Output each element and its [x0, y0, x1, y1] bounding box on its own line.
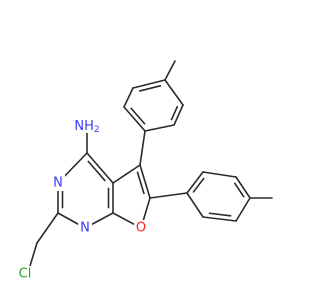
amine-nh-text: NH — [74, 119, 94, 134]
chlorine-atom: Cl — [14, 266, 36, 282]
ring-nitrogen-lower: N — [78, 220, 92, 236]
bond-right-ring-double-4 — [208, 212, 232, 217]
amine-label: NH2 — [74, 119, 99, 136]
furan-oxygen-bg — [134, 220, 148, 236]
chlorine-label: Cl — [19, 267, 32, 282]
amine-group: NH2 — [74, 117, 104, 135]
bond-ch2-cl — [29, 242, 38, 267]
bond-c5-upper-ring — [139, 130, 146, 166]
bond-upper-ring-5 — [144, 124, 175, 132]
bond-upper-ring-0 — [123, 106, 146, 132]
ring-nitrogen-lower-label: N — [80, 221, 90, 236]
bond-upper-ring-3 — [164, 79, 184, 106]
bond-c4a-c5 — [112, 164, 141, 184]
bond-right-ring-4 — [202, 216, 237, 222]
bond-c4a-c4-double — [87, 160, 106, 182]
bond-right-ring-3 — [235, 197, 251, 222]
bond-c4a-c4 — [86, 152, 114, 184]
bond-right-ring-double-0 — [192, 177, 205, 193]
furan-oxygen: O — [134, 220, 148, 236]
bond-upper-ring-double-0 — [130, 107, 146, 125]
bond-right-ring-double-2 — [233, 182, 245, 198]
bond-upper-ring-4 — [173, 104, 184, 126]
bond-upper-methyl — [164, 60, 176, 81]
ring-nitrogen-lower-bg — [78, 220, 92, 236]
atom-label-layer: NH2 N N O Cl — [14, 117, 148, 282]
amine-label-bg — [76, 117, 104, 133]
bond-right-ring-2 — [235, 176, 251, 199]
chlorine-bg — [14, 266, 36, 282]
bond-c2-ch2 — [36, 212, 59, 244]
furan-oxygen-label: O — [136, 221, 146, 236]
bond-c5-c6 — [139, 164, 151, 199]
ring-nitrogen-upper-label: N — [53, 176, 63, 191]
bond-right-ring-5 — [186, 192, 204, 218]
bond-layer — [29, 60, 273, 267]
bond-right-ring-0 — [186, 171, 204, 194]
amine-subscript-text: 2 — [94, 125, 100, 135]
bond-c6-right-ring — [149, 192, 188, 199]
bond-upper-ring-1 — [123, 87, 134, 108]
molecule-structure: NH2 N N O Cl — [14, 60, 273, 282]
ring-nitrogen-upper-bg — [51, 175, 65, 191]
bond-right-ring-1 — [202, 171, 237, 178]
bond-upper-ring-2 — [132, 79, 166, 89]
bond-upper-ring-double-2 — [139, 85, 162, 92]
bond-upper-ring-double-4 — [170, 105, 179, 121]
ring-nitrogen-upper: N — [51, 175, 65, 191]
bond-c5-c6-double — [136, 171, 145, 195]
